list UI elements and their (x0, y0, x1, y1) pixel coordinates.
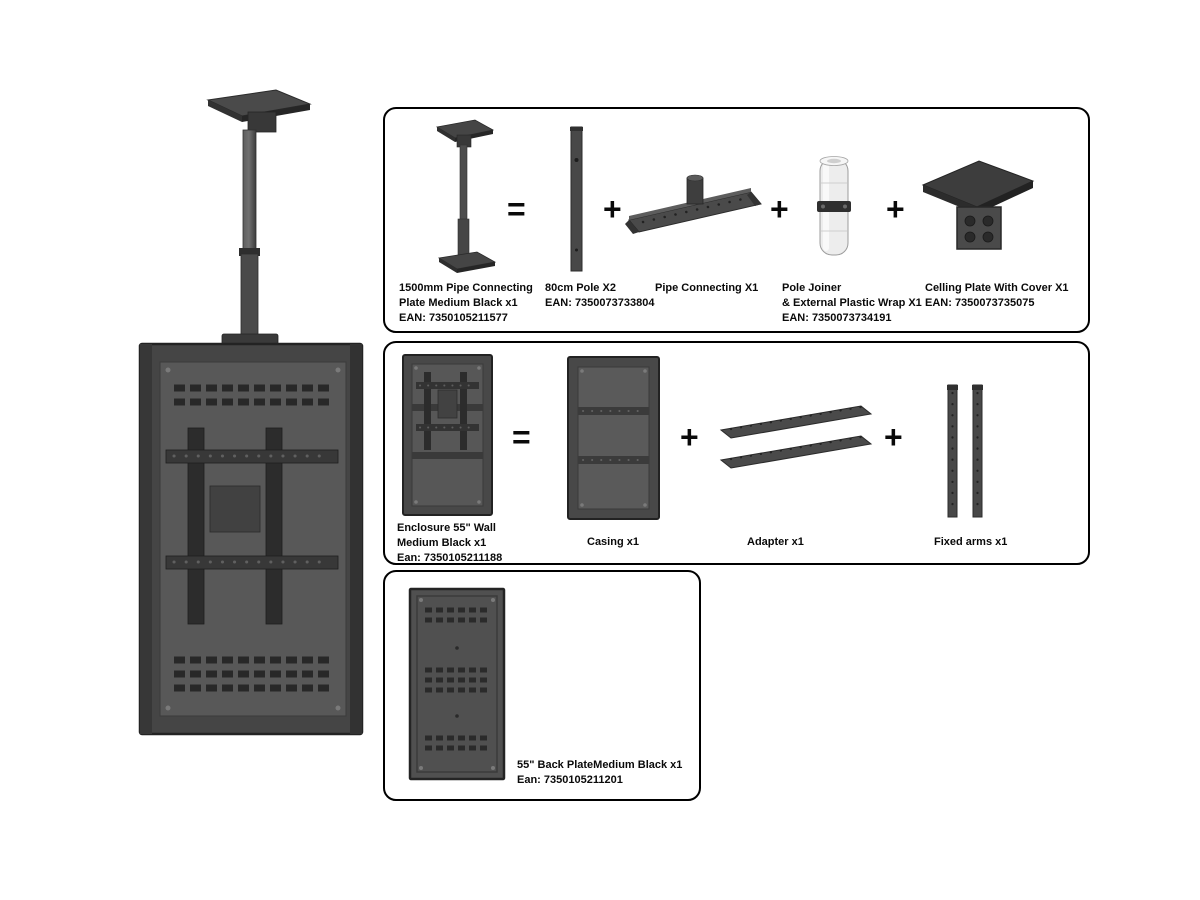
plus-sign: + (884, 419, 903, 455)
pipe-kit-box: = + + (383, 107, 1090, 333)
plus-sign: + (680, 419, 699, 455)
equals-sign: = (507, 191, 526, 227)
main-assembly-illustration (138, 89, 364, 736)
pole-joiner-label: Pole Joiner & External Plastic Wrap X1 E… (782, 282, 922, 324)
backplate-kit-result-label: 55" Back PlateMedium Black x1 Ean: 73501… (517, 759, 683, 786)
pole-label: 80cm Pole X2 EAN: 7350073733804 (545, 282, 655, 309)
enclosure-kit-box: = + + (383, 341, 1090, 565)
pipe-assembly-icon (435, 119, 497, 273)
plus-sign: + (603, 191, 622, 227)
pipe-kit-result-label: 1500mm Pipe Connecting Plate Medium Blac… (399, 282, 533, 324)
enclosure-kit-result-label: Enclosure 55" Wall Medium Black x1 Ean: … (397, 522, 503, 564)
backplate-kit-box: 55" Back PlateMedium Black x1 Ean: 73501… (383, 570, 701, 801)
equals-sign: = (512, 419, 531, 455)
adapter-label: Adapter x1 (747, 536, 804, 548)
plus-sign: + (770, 191, 789, 227)
back-plate-icon (408, 587, 506, 781)
pipe-connecting-label: Pipe Connecting X1 (655, 282, 759, 294)
fixed-arms-label: Fixed arms x1 (934, 536, 1008, 548)
ceiling-plate-icon (921, 160, 1035, 250)
plus-sign: + (886, 191, 905, 227)
pole-icon (570, 126, 583, 272)
casing-icon (567, 356, 660, 520)
pole-joiner-icon (817, 156, 851, 256)
adapter-icon (719, 405, 873, 469)
enclosure-icon (402, 354, 493, 516)
pipe-connecting-icon (625, 174, 762, 234)
ceiling-plate-label: Celling Plate With Cover X1 EAN: 7350073… (925, 282, 1069, 309)
fixed-arms-icon (947, 384, 983, 518)
casing-label: Casing x1 (587, 536, 639, 548)
